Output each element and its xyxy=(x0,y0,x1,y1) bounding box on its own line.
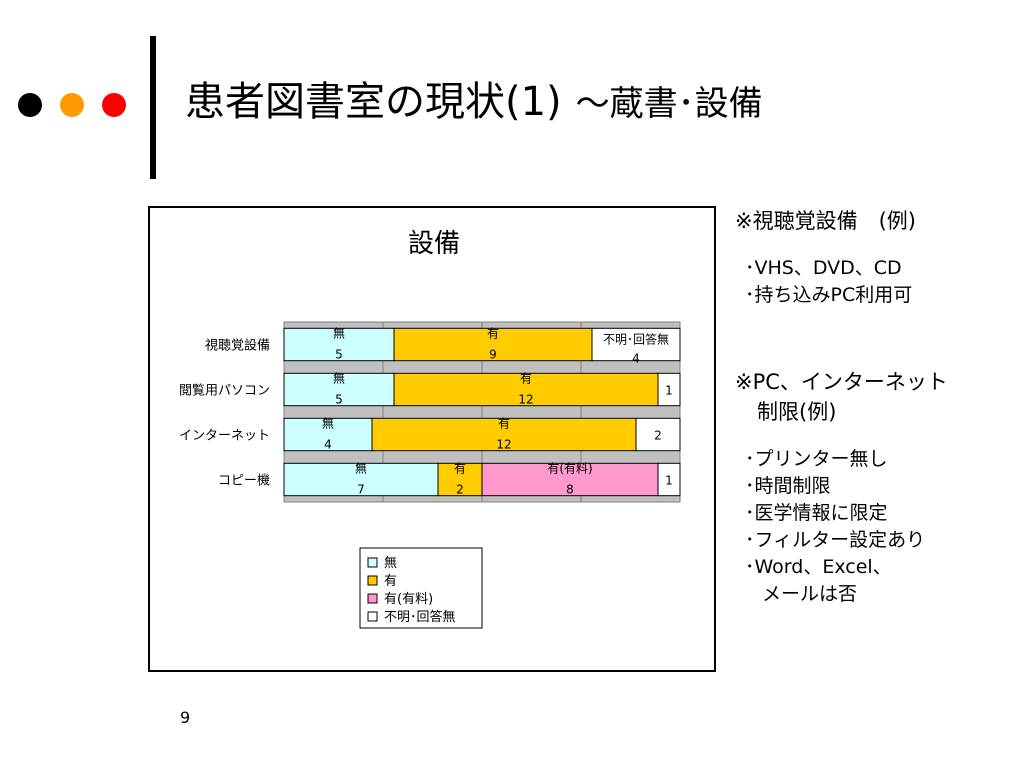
pc-item: ･時間制限 xyxy=(745,475,831,497)
data-label-value: 4 xyxy=(324,438,332,452)
data-label-value: 8 xyxy=(566,483,574,497)
pc-item: ･Word、Excel、 xyxy=(745,556,892,578)
data-label-value: 2 xyxy=(456,483,464,497)
bar-segment xyxy=(371,417,637,452)
av-item: ･VHS、DVD、CD xyxy=(745,257,902,279)
orange-dot-icon xyxy=(60,93,84,117)
bar-segment xyxy=(657,372,681,407)
legend-box xyxy=(359,547,483,629)
pc-heading: ※PC、インターネット xyxy=(735,370,948,394)
data-label-value: 5 xyxy=(335,348,343,362)
bar-segment xyxy=(393,327,593,362)
equipment-chart: 設備無5有9不明･回答無4視聴覚設備無5有121閲覧用パソコン無4有122インタ… xyxy=(179,229,681,629)
data-label-name: 不明･回答無 xyxy=(603,331,669,346)
pc-item: ･フィルター設定あり xyxy=(745,529,926,551)
data-label-value: 7 xyxy=(357,483,365,497)
bar-segment xyxy=(393,372,659,407)
data-label-value: 12 xyxy=(496,438,511,452)
data-label-value: 12 xyxy=(518,393,533,407)
legend-label: 有(有料) xyxy=(384,592,433,607)
bar-segment xyxy=(591,327,681,362)
bar-segment xyxy=(481,462,659,497)
av-item: ･持ち込みPC利用可 xyxy=(745,284,913,306)
data-label-name: 有 xyxy=(520,371,532,385)
bar-segment xyxy=(635,417,681,452)
category-label: 視聴覚設備 xyxy=(205,338,270,354)
av-heading: ※視聴覚設備 (例) xyxy=(735,209,916,233)
legend-swatch xyxy=(367,575,378,586)
pc-item: ･プリンター無し xyxy=(745,448,888,470)
category-label: 閲覧用パソコン xyxy=(179,383,270,399)
bar-segment xyxy=(657,462,681,497)
legend-label: 有 xyxy=(384,574,397,589)
pc-item: ･医学情報に限定 xyxy=(745,502,888,524)
red-dot-icon xyxy=(102,93,126,117)
bar-segment xyxy=(283,417,373,452)
bar-segment xyxy=(283,327,395,362)
legend-label: 不明･回答無 xyxy=(384,609,456,625)
data-label-name: 無 xyxy=(333,370,345,385)
data-label-value: 4 xyxy=(632,351,640,365)
data-label-name: 無 xyxy=(333,325,345,340)
data-label-name: 有(有料) xyxy=(547,461,592,475)
slide-subtitle: ～蔵書･設備 xyxy=(575,84,763,124)
page-number: 9 xyxy=(180,708,191,727)
legend-swatch xyxy=(367,593,378,604)
legend-swatch xyxy=(367,557,378,568)
data-label-name: 有 xyxy=(498,416,510,430)
black-dot-icon xyxy=(18,93,42,117)
pc-item-cont: メールは否 xyxy=(762,583,858,605)
data-label-value: 1 xyxy=(665,474,673,488)
category-label: インターネット xyxy=(179,429,270,444)
data-label-name: 無 xyxy=(322,415,334,430)
data-label-name: 無 xyxy=(355,460,367,475)
slide-title-main: 患者図書室の現状(1) xyxy=(185,79,562,125)
data-label-name: 有 xyxy=(487,326,499,340)
category-label: コピー機 xyxy=(218,474,270,489)
bar-segment xyxy=(283,462,439,497)
data-label-value: 2 xyxy=(654,429,662,443)
bullet-dots xyxy=(18,93,128,119)
legend-swatch xyxy=(367,611,378,622)
bar-segment xyxy=(283,372,395,407)
bar-segment xyxy=(437,462,483,497)
data-label-value: 9 xyxy=(489,348,497,362)
data-label-value: 1 xyxy=(665,384,673,398)
pc-heading-cont: 制限(例) xyxy=(757,400,837,424)
data-label-name: 有 xyxy=(454,461,466,475)
data-label-value: 5 xyxy=(335,393,343,407)
slide-title: 患者図書室の現状(1) ～蔵書･設備 xyxy=(185,78,763,126)
title-divider xyxy=(150,36,156,179)
chart-title: 設備 xyxy=(408,229,460,259)
legend-label: 無 xyxy=(384,556,397,571)
